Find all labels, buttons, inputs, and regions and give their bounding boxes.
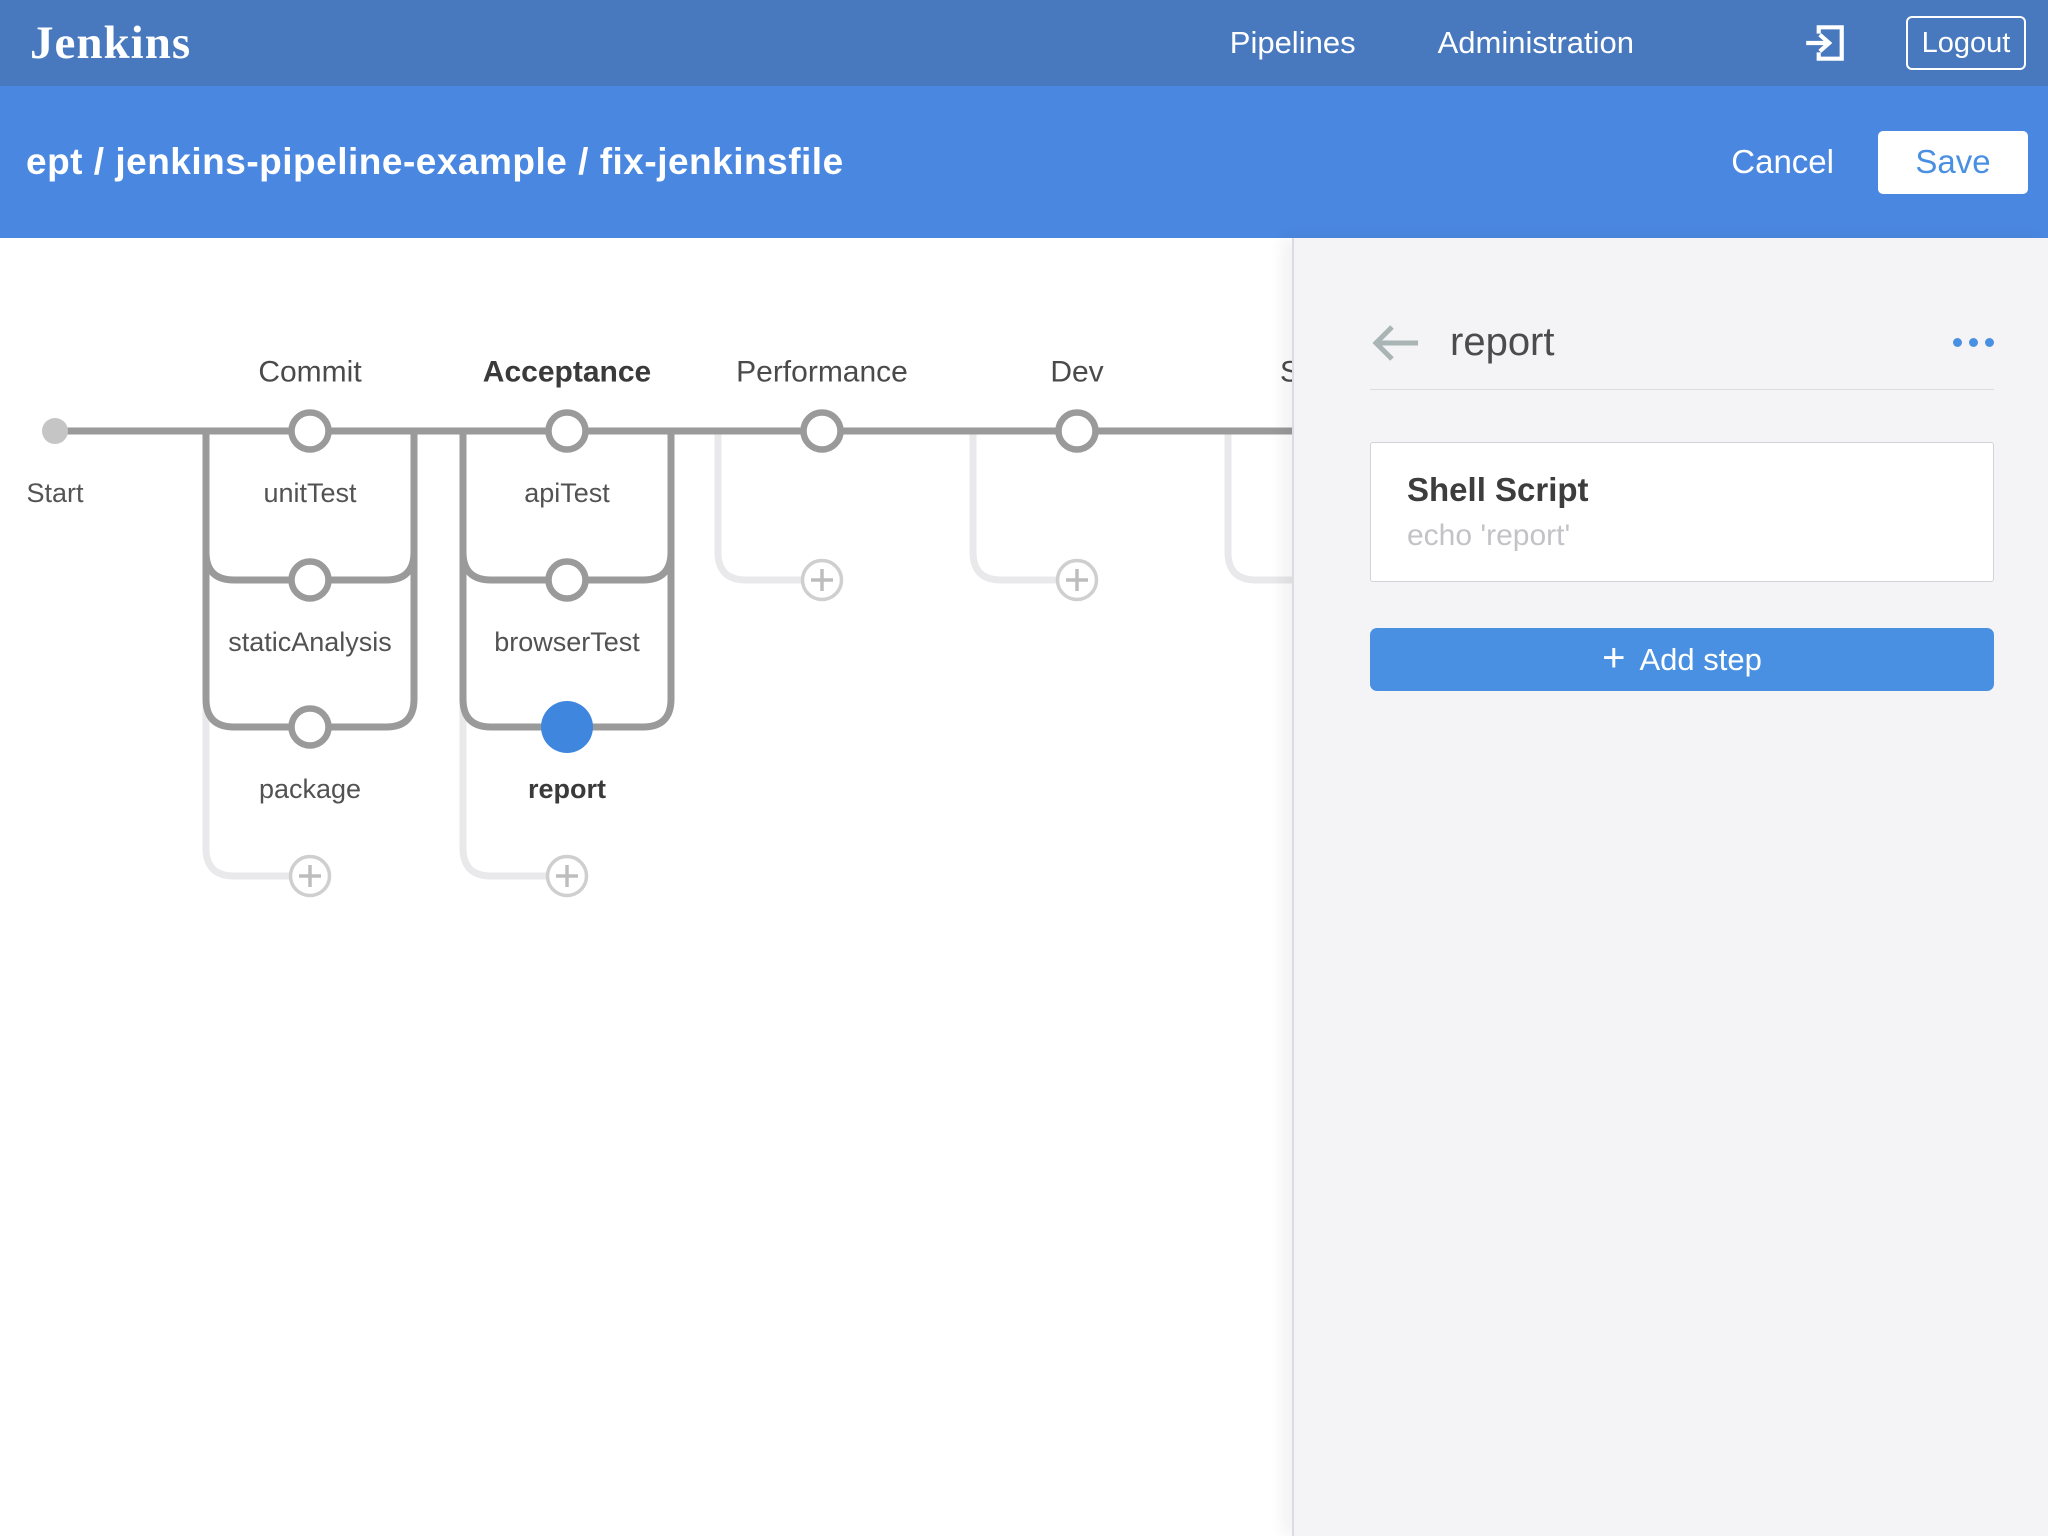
node-report-selected[interactable] [541, 701, 593, 753]
stage-label-Dev: Dev [1050, 356, 1103, 389]
add-branch-connector [714, 431, 802, 584]
panel-divider [1370, 389, 1994, 390]
edit-bar-actions: Cancel Save [1731, 130, 2028, 194]
add-branch-connector [969, 431, 1057, 584]
panel-title: report [1450, 320, 1555, 364]
step-title: Shell Script [1407, 471, 1589, 508]
logout-button[interactable]: Logout [1906, 16, 2026, 70]
branch-label-staticAnalysis: staticAnalysis [228, 627, 392, 657]
stage-label-Commit: Commit [258, 356, 362, 389]
nav-item-administration[interactable]: Administration [1437, 25, 1634, 60]
plus-icon [556, 865, 578, 887]
add-branch-connector [1224, 431, 1312, 584]
navbar-right: Pipelines Administration Logout [1148, 16, 2026, 70]
breadcrumb[interactable]: ept / jenkins-pipeline-example / fix-jen… [26, 141, 844, 182]
plus-icon [299, 865, 321, 887]
arrow-left-icon[interactable] [1370, 322, 1424, 364]
step-summary: echo 'report' [1407, 519, 1571, 552]
node-staticAnalysis[interactable] [288, 558, 332, 602]
node-unitTest[interactable] [288, 409, 332, 453]
save-button[interactable]: Save [1878, 130, 2028, 194]
top-navbar: Jenkins Pipelines Administration Logout [0, 0, 2048, 86]
add-step-button[interactable]: + Add step [1370, 628, 1994, 691]
node-stage[interactable] [800, 409, 844, 453]
node-browserTest[interactable] [545, 558, 589, 602]
stage-label-Acceptance: Acceptance [483, 356, 651, 389]
node-apiTest[interactable] [545, 409, 589, 453]
branch-label-package: package [259, 774, 361, 804]
step-card[interactable]: Shell Script echo 'report' [1370, 442, 1994, 582]
add-step-label: Add step [1639, 641, 1762, 677]
stage-label-Performance: Performance [736, 356, 908, 389]
plus-icon [811, 569, 833, 591]
stage-detail-panel: report Shell Script echo 'report' + Add … [1292, 238, 2048, 1536]
jenkins-logo[interactable]: Jenkins [30, 17, 192, 69]
edit-bar: ept / jenkins-pipeline-example / fix-jen… [0, 86, 2048, 238]
start-node [42, 418, 68, 444]
branch-label-report: report [528, 774, 606, 804]
add-branch-connector [459, 431, 547, 880]
plus-icon [1066, 569, 1088, 591]
add-branch-connector [202, 431, 290, 880]
cancel-button[interactable]: Cancel [1731, 143, 1834, 180]
node-stage[interactable] [1055, 409, 1099, 453]
exit-icon[interactable] [1802, 20, 1848, 66]
ellipsis-icon[interactable] [1953, 328, 1994, 357]
branch-label-unitTest: unitTest [263, 478, 357, 508]
panel-header: report [1370, 320, 1994, 365]
node-package[interactable] [288, 705, 332, 749]
nav-item-pipelines[interactable]: Pipelines [1229, 25, 1356, 60]
branch-label-browserTest: browserTest [494, 627, 640, 657]
start-label: Start [26, 478, 84, 508]
pipeline-graph: Start Commit unitTest staticAnalysis package… [26, 356, 1354, 898]
branch-label-apiTest: apiTest [524, 478, 610, 508]
